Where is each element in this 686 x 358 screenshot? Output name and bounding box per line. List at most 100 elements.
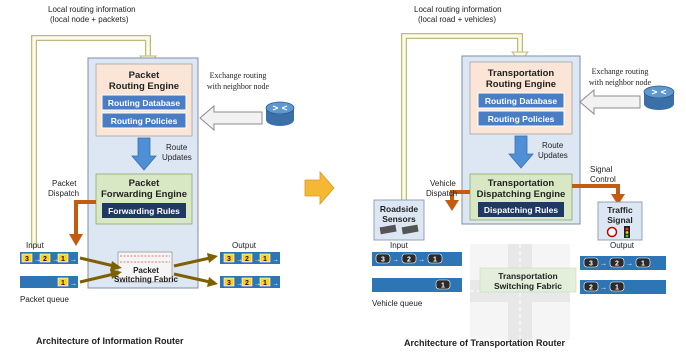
vehicle-input-queue-2-cars: 1: [435, 279, 451, 290]
dispatching-rules-label: Dispatching Rules: [484, 205, 558, 215]
queue-arrow-glyph: →: [254, 281, 261, 288]
packet-item: [259, 253, 271, 263]
output-queue-2-packets: 3→2→1→: [223, 277, 279, 288]
t-routing-policies-label: Routing Policies: [488, 114, 555, 124]
packet-number: 2: [43, 256, 47, 263]
routing-engine-title-line2: Routing Engine: [109, 81, 179, 92]
packet-item: [39, 253, 51, 263]
signal-control-line2: Control: [590, 175, 616, 184]
packet-item: [21, 253, 33, 263]
t-exchange-label-line2: with neighbor node: [589, 78, 652, 87]
vehicle-item: [401, 253, 417, 264]
vehicle-item: [427, 253, 443, 264]
vehicle-number: 2: [407, 257, 411, 264]
vehicle-item: [609, 281, 625, 292]
routing-database-box: [101, 94, 187, 111]
queue-arrow-glyph: →: [418, 257, 425, 264]
dispatching-engine-title-line1: Transportation: [488, 178, 555, 189]
queue-arrow-glyph: →: [600, 285, 607, 292]
route-updates-line1: Route: [166, 143, 188, 152]
packet-item: [223, 277, 235, 287]
input-queue-2-packets: 1→: [57, 277, 77, 288]
transportation-switching-fabric: [479, 267, 577, 293]
fabric-to-output-arrow-2: [173, 272, 211, 284]
transportation-router-caption: Architecture of Transportation Router: [404, 338, 566, 348]
t-routing-database-label: Routing Database: [485, 96, 558, 106]
output-queue-1-packets: 3→2→1→: [223, 253, 279, 264]
vehicle-item: [583, 257, 599, 268]
input-label: Input: [26, 241, 45, 250]
vehicle-item: [375, 253, 391, 264]
routing-database-label: Routing Database: [108, 98, 181, 108]
traffic-signal-line2: Signal: [607, 215, 633, 225]
vehicle-queue-label: Vehicle queue: [372, 299, 423, 308]
packet-item: [241, 277, 253, 287]
output-label: Output: [232, 241, 257, 250]
vehicle-item: [609, 257, 625, 268]
t-routing-database-box: [477, 92, 565, 109]
t-input-label: Input: [390, 241, 409, 250]
vehicle-item: [635, 257, 651, 268]
input-queue-1-packets: 3→2→1→: [21, 253, 77, 264]
packet-item: [241, 253, 253, 263]
traffic-signal-line1: Traffic: [607, 205, 633, 215]
transition-arrow: [304, 170, 335, 206]
packet-number: 3: [25, 256, 29, 263]
t-local-info-label-line2: (local road + vehicles): [418, 15, 496, 24]
vehicle-number: 1: [641, 261, 645, 268]
input-to-fabric-arrow-1: [79, 256, 115, 268]
traffic-light-icon: [606, 226, 630, 238]
fabric-to-output-arrow-1: [173, 256, 211, 268]
exchange-label-line1: Exchange routing: [210, 71, 267, 80]
packet-number: 1: [61, 256, 65, 263]
queue-arrow-glyph: →: [600, 261, 607, 268]
vehicle-number: 2: [615, 261, 619, 268]
t-switching-fabric-line2: Switching Fabric: [494, 281, 562, 291]
packet-item: [223, 253, 235, 263]
transportation-router-diagram: Local routing information (local road + …: [372, 5, 675, 348]
packet-item: [57, 277, 69, 287]
routing-policies-label: Routing Policies: [111, 116, 178, 126]
information-router-diagram: Local routing information (local node + …: [20, 5, 295, 346]
signal-control-arrow: [572, 184, 620, 196]
queue-arrow-glyph: →: [392, 257, 399, 264]
packet-queue-label: Packet queue: [20, 295, 69, 304]
packet-number: 1: [263, 256, 267, 263]
packet-number: 2: [245, 280, 249, 287]
t-local-info-label-line1: Local routing information: [414, 5, 502, 14]
routing-engine-title-line1: Packet: [129, 70, 160, 81]
dispatch-label-line1: Packet: [52, 179, 77, 188]
t-routing-policies-box: [477, 110, 565, 127]
packet-number: 2: [245, 256, 249, 263]
vehicle-number: 3: [381, 257, 385, 264]
vehicle-number: 1: [441, 283, 445, 290]
route-updates-line2: Updates: [162, 153, 192, 162]
switching-fabric-line1: Packet: [133, 266, 159, 275]
camera-icon: [379, 224, 419, 235]
information-router-caption: Architecture of Information Router: [36, 336, 184, 346]
forwarding-rules-label: Forwarding Rules: [108, 206, 180, 216]
local-info-label-line1: Local routing information: [48, 5, 136, 14]
vehicle-output-queue-2-cars: 2→1: [583, 281, 625, 292]
packet-item: [259, 277, 271, 287]
t-dispatch-label-line2: Dispatch: [426, 189, 457, 198]
t-route-updates-line2: Updates: [538, 151, 568, 160]
t-exchange-routing-arrow: [579, 88, 641, 116]
queue-arrow-glyph: →: [236, 281, 243, 288]
t-routing-engine-title-line1: Transportation: [488, 68, 555, 79]
queue-arrow-glyph: →: [272, 281, 279, 288]
packet-number: 3: [227, 280, 231, 287]
traffic-signal-box: [597, 201, 643, 241]
vehicle-input-queue-1-cars: 3→2→1: [375, 253, 443, 264]
packet-number: 3: [227, 256, 231, 263]
signal-control-line1: Signal: [590, 165, 612, 174]
packet-switching-fabric: [117, 251, 173, 283]
local-info-label-line2: (local node + packets): [50, 15, 129, 24]
t-dispatch-label-line1: Vehicle: [430, 179, 456, 188]
vehicle-number: 3: [589, 261, 593, 268]
forwarding-engine-title-line1: Packet: [129, 178, 160, 189]
queue-arrow-glyph: →: [70, 281, 77, 288]
queue-arrow-glyph: →: [272, 257, 279, 264]
packet-number: 1: [263, 280, 267, 287]
